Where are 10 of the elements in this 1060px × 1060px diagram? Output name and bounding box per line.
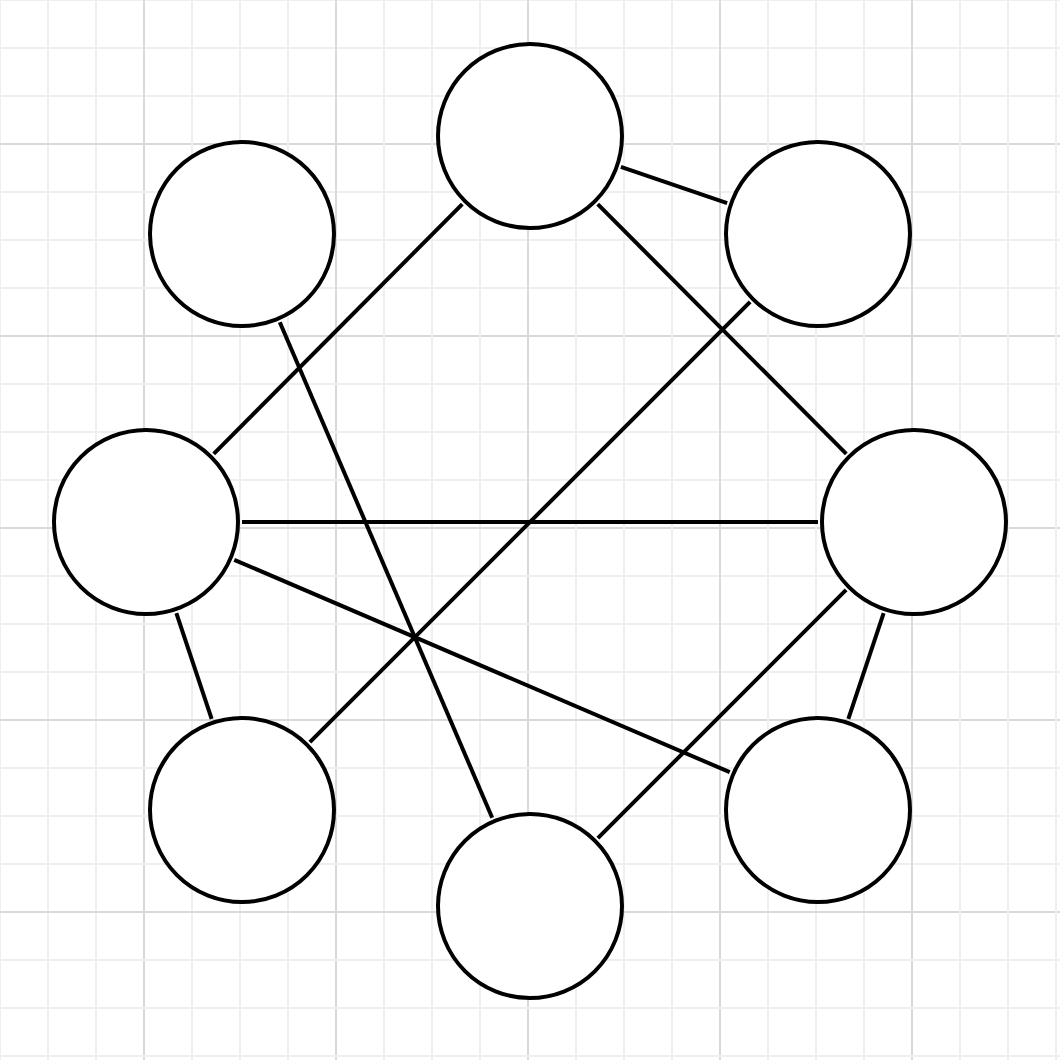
- connector-line: [620, 165, 728, 205]
- connector-line: [233, 558, 731, 774]
- connector-line: [174, 612, 214, 720]
- connector-line: [278, 321, 494, 819]
- connector-line: [596, 588, 848, 840]
- connector-line: [242, 520, 818, 524]
- connector-line: [308, 300, 752, 744]
- connector-line: [846, 612, 886, 720]
- connector-line: [212, 202, 464, 456]
- connector-line: [596, 202, 848, 456]
